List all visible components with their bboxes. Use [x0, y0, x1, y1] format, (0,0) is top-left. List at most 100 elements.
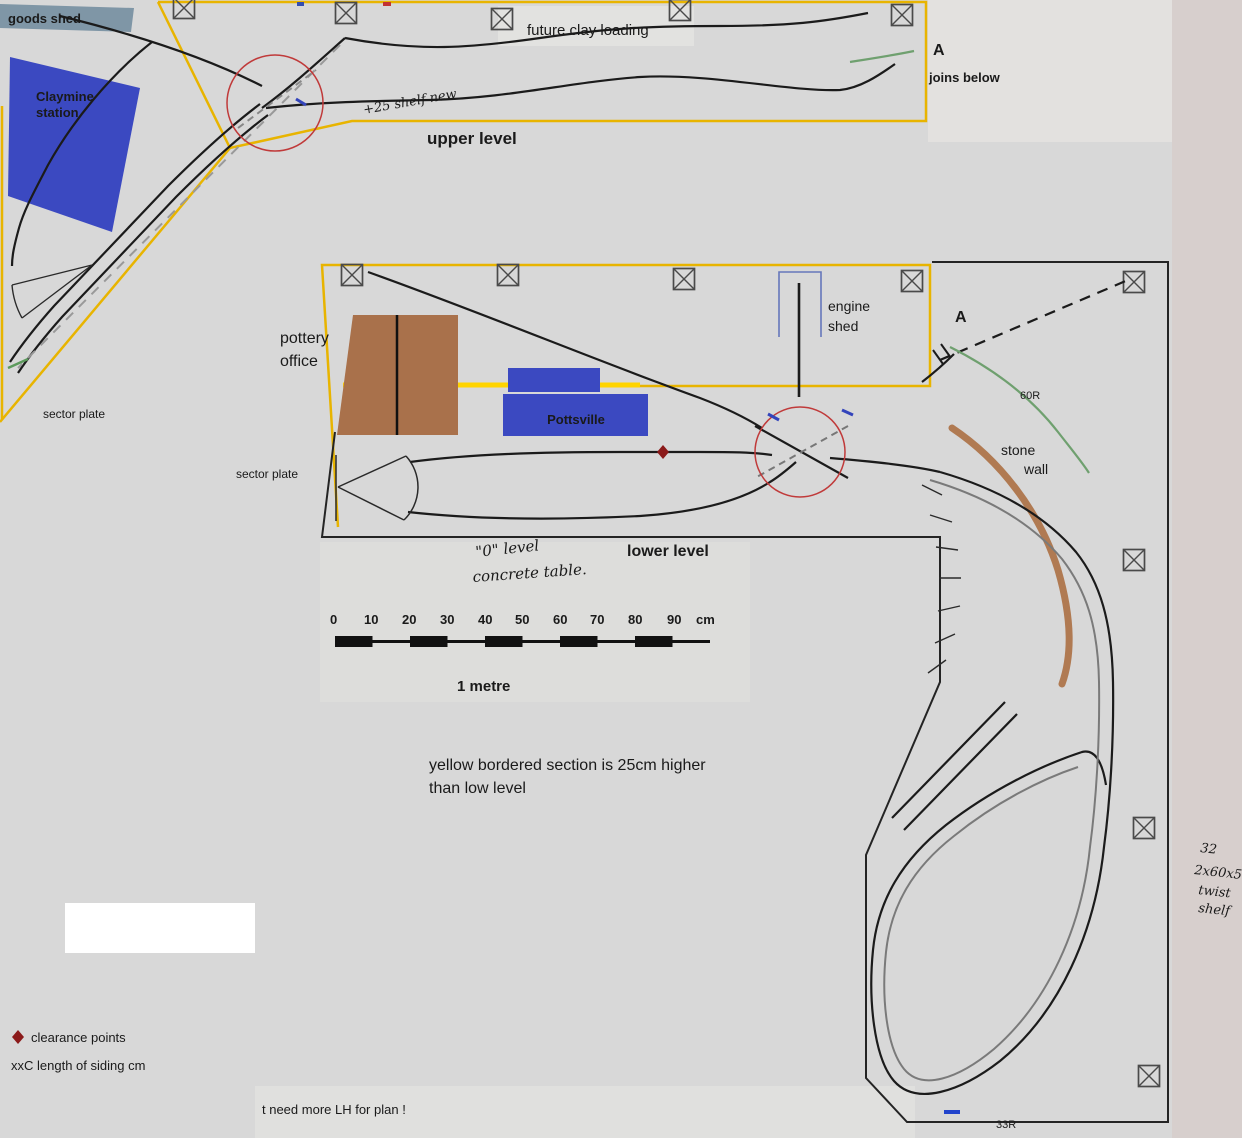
clearance-point-diamond: [657, 445, 669, 459]
scale-segment: [635, 636, 673, 647]
sector-plate-arc: [11, 284, 23, 319]
clearance-mark-red: [383, 2, 391, 6]
scale-tick: 60: [553, 612, 567, 627]
one-metre-label: 1 metre: [457, 678, 510, 695]
legend-clearance-label: clearance points: [31, 1030, 126, 1045]
crossing-dashed-lower: [754, 425, 849, 479]
stone-wall-arc: [948, 424, 1073, 688]
support-marker-icon: [1124, 272, 1145, 293]
support-marker-icon: [498, 265, 519, 286]
pottsville-building: [503, 394, 648, 436]
side-note-2: 2x60x5: [1193, 863, 1242, 883]
legend-siding-label: xxC length of siding cm: [11, 1058, 145, 1073]
shelf-note-handwriting: +25 shelf new: [362, 87, 458, 118]
claymine-station-building: [8, 57, 140, 232]
scale-tick: 0: [330, 612, 337, 627]
junction-tick: [932, 349, 944, 365]
middle-board-yellow-border: [320, 263, 932, 528]
scale-tick: 20: [402, 612, 416, 627]
upper-level-board-outline: [0, 0, 928, 423]
upper-level-tracks: [10, 11, 896, 267]
stone-wall-label-1: stone: [1001, 442, 1035, 458]
elevation-note-2: than low level: [429, 780, 526, 797]
paper-patch: [928, 0, 1174, 142]
clay-loading-siding-track: [344, 11, 869, 49]
upper-sector-plate: [11, 264, 93, 319]
sector-plate-line: [11, 264, 93, 286]
upper-level-label: upper level: [427, 129, 517, 148]
junction-tick: [940, 343, 952, 359]
lower-level-label: lower level: [627, 543, 709, 560]
side-note-1: 32: [1200, 841, 1218, 858]
clearance-mark-blue-top: [297, 2, 304, 6]
scale-tick: 50: [515, 612, 529, 627]
claymine-station-label-2: station: [36, 105, 79, 120]
upper-main-track: [265, 63, 896, 110]
scale-tick: 40: [478, 612, 492, 627]
clearance-mark-blue: [841, 408, 854, 417]
radius-33r-label: 33R: [996, 1119, 1016, 1131]
side-note-4: shelf: [1198, 901, 1233, 919]
side-handwriting: 32 2x60x5 twist shelf: [1193, 841, 1242, 919]
inner-loop-track-gray: [883, 479, 1101, 1082]
balloon-loop-tracks: [870, 470, 1115, 1095]
support-marker-icon: [342, 265, 363, 286]
joins-below-label: joins below: [928, 70, 1001, 85]
scale-tick-labels: 0 10 20 30 40 50 60 70 80 90 cm: [330, 612, 715, 627]
lower-oval-top-track-right: [829, 456, 941, 474]
green-60r-curve: [949, 346, 1090, 474]
clearance-point-icon: [12, 1030, 24, 1044]
support-marker-icon: [892, 5, 913, 26]
scale-bar: [335, 636, 710, 647]
lower-oval-bottom-track: [407, 461, 797, 520]
clearance-mark-blue: [295, 97, 307, 107]
goods-shed-spur-track: [59, 14, 263, 87]
scale-tick: 30: [440, 612, 454, 627]
support-marker-icon: [1134, 818, 1155, 839]
turnout-highlight-circle-upper: [226, 54, 324, 152]
sector-plate-lower-label: sector plate: [236, 467, 298, 481]
background-patches: [65, 0, 1242, 1138]
pottery-office-label-2: office: [280, 353, 318, 370]
scale-unit: cm: [696, 612, 715, 627]
main-loop-track: [870, 470, 1115, 1095]
engine-shed-label-1: engine: [828, 298, 870, 314]
green-track-segment-branch-end: [7, 357, 29, 370]
support-marker-icon: [902, 271, 923, 292]
branch-gradient-dashed: [17, 44, 341, 369]
branch-board-yellow-border: [0, 147, 231, 423]
claymine-curve-track: [10, 41, 153, 267]
lower-oval-top-track: [409, 450, 773, 464]
side-note-3: twist: [1198, 883, 1233, 901]
engine-shed-label-2: shed: [828, 318, 858, 334]
climbing-track-1: [891, 701, 1006, 819]
green-track-segment-top: [849, 49, 915, 64]
sector-plate-line: [337, 455, 407, 488]
turnout-highlight-circle-lower: [754, 406, 846, 498]
sector-plate-line: [337, 486, 405, 521]
scale-segment: [485, 636, 523, 647]
middle-level-tracks: [367, 270, 941, 520]
scale-segment: [335, 636, 373, 647]
scale-segment: [410, 636, 448, 647]
scale-segment: [560, 636, 598, 647]
support-marker-icon: [336, 3, 357, 24]
bottom-note-label: t need more LH for plan !: [262, 1102, 406, 1117]
branch-track-1: [9, 103, 261, 363]
scale-tick: 10: [364, 612, 378, 627]
paper-patch-white: [65, 903, 255, 953]
junction-a-track: [921, 353, 955, 383]
junction-a-top-label: A: [933, 42, 945, 59]
future-clay-loading-label: future clay loading: [527, 22, 649, 39]
pottsville-building-upper: [508, 368, 600, 392]
sector-plate-upper-label: sector plate: [43, 407, 105, 421]
lower-board-outline: [320, 261, 1169, 1123]
scale-tick: 80: [628, 612, 642, 627]
middle-diagonal-track: [367, 270, 763, 429]
middle-level-board-outline: [320, 263, 932, 528]
paper-edge-strip: [1172, 0, 1242, 1138]
support-marker-icon: [1139, 1066, 1160, 1087]
scale-tick: 90: [667, 612, 681, 627]
